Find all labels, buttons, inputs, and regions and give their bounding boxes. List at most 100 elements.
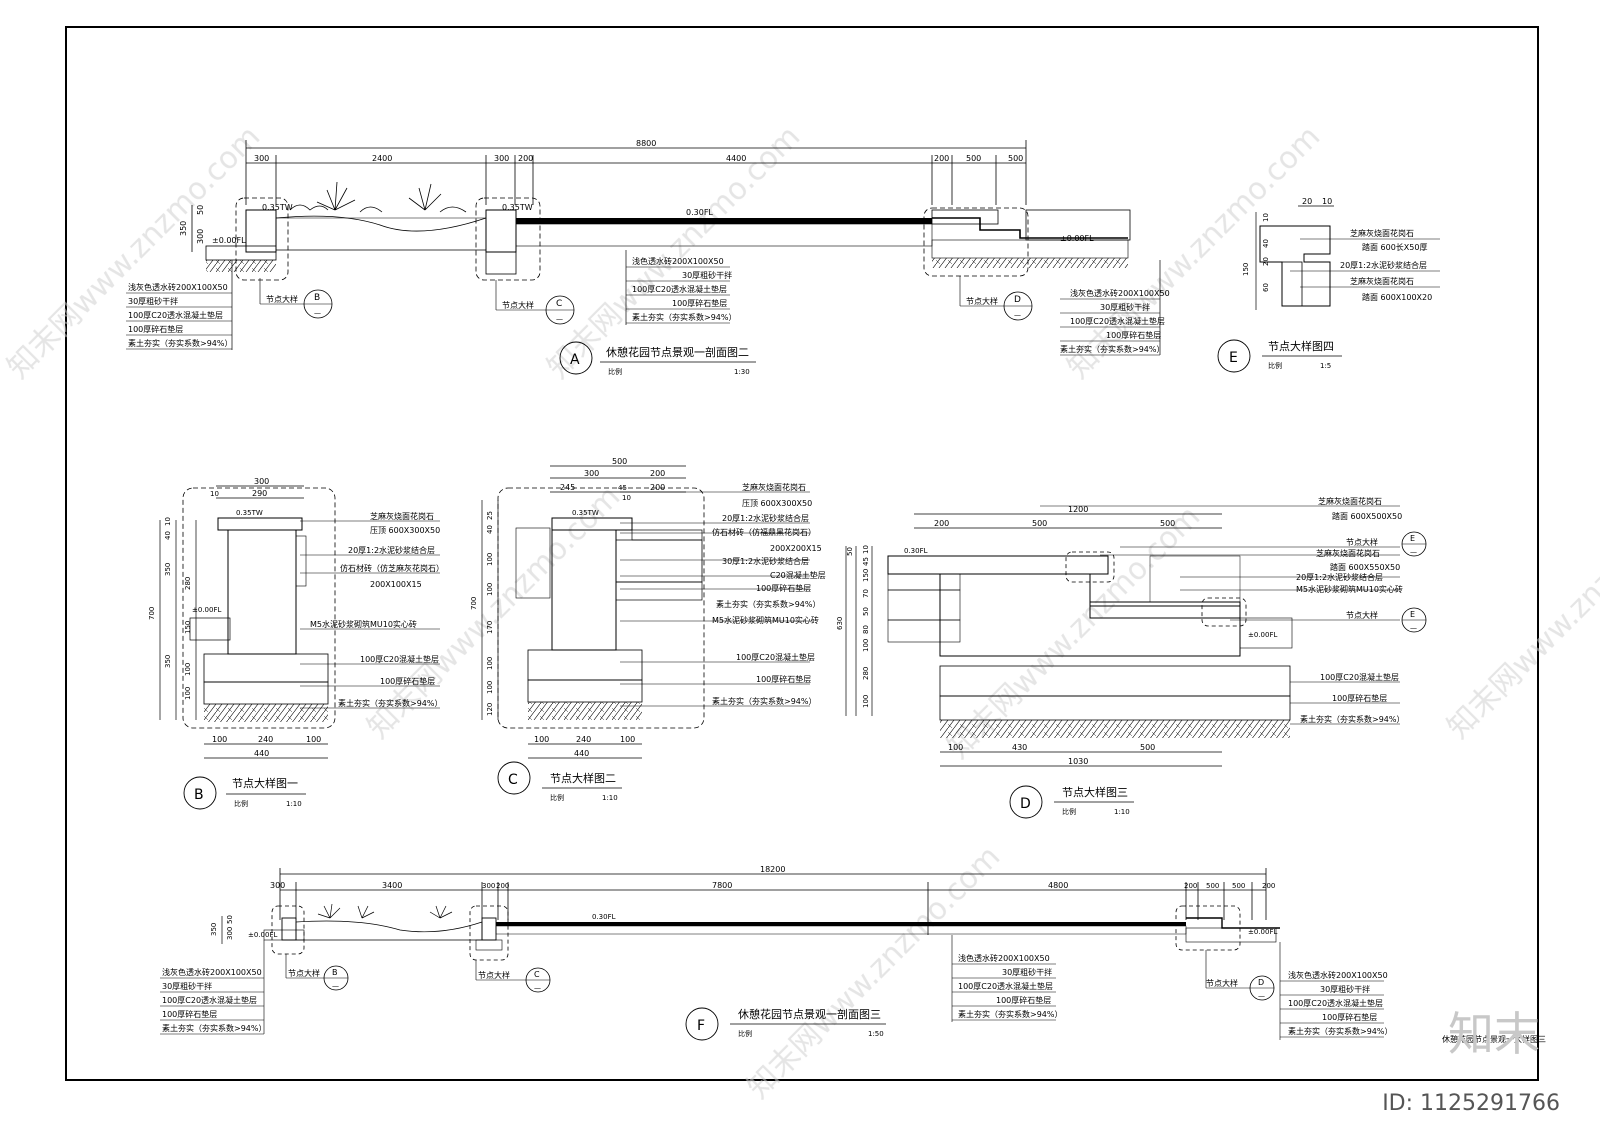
vdim: 50 [196,205,205,215]
svg-text:节点大样图四: 节点大样图四 [1268,339,1334,353]
svg-text:芝麻灰烧面花岗石: 芝麻灰烧面花岗石 [370,511,434,521]
svg-text:芝麻灰烧面花岗石: 芝麻灰烧面花岗石 [1316,548,1380,558]
svg-text:1030: 1030 [1068,757,1088,766]
detail-b-notes: 芝麻灰烧面花岗石 压顶 600X300X50 20厚1:2水泥砂浆结合层 仿石材… [300,511,444,709]
svg-text:节点大样图二: 节点大样图二 [550,771,616,785]
svg-text:C: C [508,772,518,788]
svg-text:—: — [1410,548,1417,556]
svg-text:350: 350 [210,923,218,936]
svg-text:100厚碎石垫层: 100厚碎石垫层 [756,674,811,684]
svg-text:50: 50 [226,915,234,924]
svg-text:节点大样: 节点大样 [1346,610,1378,620]
svg-text:100厚C20混凝土垫层: 100厚C20混凝土垫层 [1320,672,1399,682]
svg-text:0.35TW: 0.35TW [236,509,263,517]
svg-text:170: 170 [486,621,494,634]
svg-text:100厚C20透水混凝土垫层: 100厚C20透水混凝土垫层 [1288,998,1383,1008]
detail-d: 1200 200 500 500 50 150 10 45 70 50 80 1… [836,496,1427,819]
vdim: 350 [179,221,188,236]
svg-text:100厚碎石垫层: 100厚碎石垫层 [1322,1012,1377,1022]
svg-text:280: 280 [184,577,192,590]
brand-logo: 知末 [1448,1007,1540,1061]
watermark: 知末网www.znzmo.com [741,839,1007,1105]
svg-text:100: 100 [212,735,227,744]
svg-text:休憩花园节点景观一剖面图三: 休憩花园节点景观一剖面图三 [738,1007,881,1021]
svg-text:100: 100 [486,657,494,670]
svg-text:440: 440 [574,749,589,758]
svg-text:700: 700 [148,607,156,620]
right-notes: 浅灰色透水砖200X100X50 30厚粗砂干拌 100厚C20透水混凝土垫层 … [1060,288,1170,356]
svg-text:630: 630 [836,617,844,630]
svg-text:100厚碎石垫层: 100厚碎石垫层 [756,583,811,593]
svg-text:节点大样: 节点大样 [288,968,320,978]
note: 100厚C20透水混凝土垫层 [632,284,727,294]
footer-id: ID: 1125291766 [1382,1091,1560,1116]
watermark: 知末网www.znzmo.com [1441,479,1600,745]
svg-text:E: E [1410,610,1415,619]
section-title: 休憩花园节点景观一剖面图二 [606,345,749,359]
note: 浅色透水砖200X100X50 [632,256,724,266]
svg-text:100: 100 [948,743,963,752]
callout-c: 节点大样 C — [495,280,575,325]
dim: 300 [254,154,269,163]
svg-text:C: C [556,299,562,309]
svg-text:100: 100 [862,639,870,652]
callout-b: 节点大样 B — [259,278,333,319]
svg-text:节点大样: 节点大样 [966,296,998,306]
svg-text:430: 430 [1012,743,1027,752]
detail-b: 300 10 290 10 40 280 350 150 350 100 100… [148,477,444,810]
svg-text:100厚碎石垫层: 100厚碎石垫层 [996,995,1051,1005]
dim: 200 [518,154,533,163]
svg-text:E: E [1229,350,1238,366]
svg-text:80: 80 [862,625,870,634]
svg-text:150: 150 [862,569,870,582]
svg-text:200: 200 [650,483,665,492]
svg-text:440: 440 [254,749,269,758]
svg-text:芝麻灰烧面花岗石: 芝麻灰烧面花岗石 [1318,496,1382,506]
svg-text:30厚粗砂干拌: 30厚粗砂干拌 [1320,984,1370,994]
svg-text:素土夯实（夯实系数>94%）: 素土夯实（夯实系数>94%） [958,1009,1062,1019]
svg-text:E: E [1410,534,1415,543]
detail-d-callouts: E — E — [1401,531,1427,633]
svg-text:比例: 比例 [550,793,564,802]
svg-text:—: — [314,309,321,317]
svg-text:比例: 比例 [608,367,622,376]
svg-text:1:10: 1:10 [286,800,302,808]
dim: 4400 [726,154,746,163]
svg-text:—: — [556,315,563,323]
svg-text:700: 700 [470,597,478,610]
detail-d-title: D 节点大样图三 比例 1:10 [1009,785,1134,819]
dim-total: 8800 [636,139,656,148]
svg-text:100厚C20混凝土垫层: 100厚C20混凝土垫层 [360,654,439,664]
section-f-callout-b: 节点大样 B — [285,954,349,991]
detail-c-title: C 节点大样图二 比例 1:10 [497,761,622,802]
svg-text:踏面 600X500X50: 踏面 600X500X50 [1332,511,1402,521]
svg-text:100: 100 [534,735,549,744]
section-f-callout-d: 节点大样 D — [1205,950,1275,1001]
section-f-callout-c: 节点大样 C — [475,960,551,993]
svg-text:50: 50 [846,547,854,556]
svg-text:200: 200 [1184,882,1197,890]
section-a-title: A 休憩花园节点景观一剖面图二 比例 1:30 [559,341,756,376]
svg-text:F: F [697,1018,705,1034]
svg-text:25: 25 [486,511,494,520]
note: 100厚碎石垫层 [1106,330,1161,340]
svg-text:压顶 600X300X50: 压顶 600X300X50 [742,499,812,508]
svg-text:200: 200 [496,882,509,890]
svg-text:节点大样: 节点大样 [478,970,510,980]
svg-text:M5水泥砂浆砌筑MU10实心砖: M5水泥砂浆砌筑MU10实心砖 [310,619,417,629]
svg-text:20厚1:2水泥砂浆结合层: 20厚1:2水泥砂浆结合层 [1340,260,1427,270]
detail-c-notes: 芝麻灰烧面花岗石 压顶 600X300X50 20厚1:2水泥砂浆结合层 仿石材… [620,482,826,707]
svg-text:100厚C20透水混凝土垫层: 100厚C20透水混凝土垫层 [958,981,1053,991]
svg-text:150: 150 [184,621,192,634]
svg-text:300: 300 [482,882,495,890]
svg-text:100: 100 [486,583,494,596]
svg-text:压顶 600X300X50: 压顶 600X300X50 [370,526,440,535]
svg-text:300: 300 [270,881,285,890]
svg-text:70: 70 [862,589,870,598]
svg-text:芝麻灰烧面花岗石: 芝麻灰烧面花岗石 [742,482,806,492]
svg-text:±0.00FL: ±0.00FL [248,931,277,939]
svg-text:1:50: 1:50 [868,1030,884,1038]
svg-text:500: 500 [612,457,627,466]
note: 30厚粗砂干拌 [682,270,732,280]
svg-text:1:10: 1:10 [602,794,618,802]
